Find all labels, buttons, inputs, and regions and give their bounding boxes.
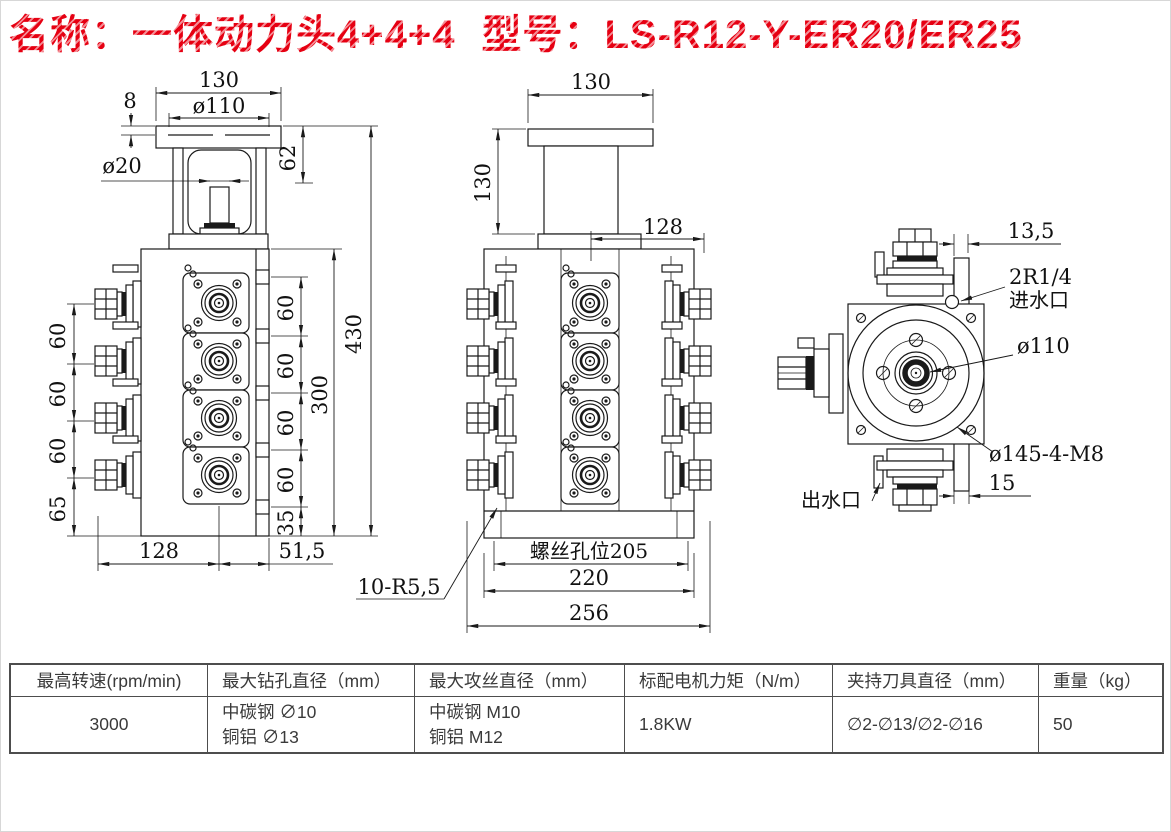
dim-front-right-60b: 60 — [274, 353, 298, 380]
page-title: 名称：一体动力头4+4+4 型号：LS-R12-Y-ER20/ER25 — [5, 5, 1163, 65]
title-name: 名称：一体动力头4+4+4 — [9, 13, 456, 57]
spec-header: 夹持刀具直径（mm） — [833, 665, 1038, 697]
dim-front-left-60a: 60 — [46, 323, 70, 350]
dim-front-left-65: 65 — [46, 496, 70, 523]
rear-corner-screws — [855, 312, 977, 436]
spec-header: 最高转速(rpm/min) — [11, 665, 207, 697]
title-model: 型号：LS-R12-Y-ER20/ER25 — [481, 13, 1023, 57]
spec-value: 中碳钢 M10 — [429, 701, 521, 722]
spec-value: 铜铝 ∅13 — [222, 726, 299, 747]
front-spindles — [200, 284, 238, 494]
dim-front-column-height: 62 — [276, 145, 300, 172]
dim-front-bottom-left: 128 — [139, 539, 179, 563]
spec-col-tap: 最大攻丝直径（mm） 中碳钢 M10 铜铝 M12 — [415, 665, 625, 752]
side-plate-bolts — [569, 279, 611, 498]
spec-value: 50 — [1053, 714, 1073, 734]
side-small-screws — [562, 264, 575, 452]
spec-col-weight: 重量（kg） 50 — [1039, 665, 1162, 752]
dim-front-right-35: 35 — [274, 510, 298, 537]
dim-front-bottom-right: 51,5 — [279, 539, 326, 563]
front-view: 130 ø110 8 ø20 62 60 — [46, 68, 378, 571]
dim-front-lip: 8 — [123, 89, 136, 113]
dim-side-screw-holes: 螺丝孔位205 — [530, 539, 648, 563]
dim-rear-flange-dia: ø110 — [1017, 334, 1070, 358]
dim-side-corner-radius: 10-R5,5 — [357, 575, 440, 599]
dim-front-left-60b: 60 — [46, 381, 70, 408]
dim-side-body-width: 220 — [569, 566, 609, 590]
dim-rear-offset-top: 13,5 — [1008, 219, 1055, 243]
side-view: 130 130 128 螺丝孔位205 220 256 10-R5,5 — [356, 70, 712, 633]
spec-col-motor: 标配电机力矩（N/m） 1.8KW — [625, 665, 833, 752]
front-dimensions: 130 ø110 8 ø20 62 60 — [46, 68, 378, 571]
spec-value: ∅2-∅13/∅2-∅16 — [847, 714, 983, 734]
dim-side-top-width: 130 — [571, 70, 611, 94]
side-dimensions: 130 130 128 螺丝孔位205 220 256 10-R5,5 — [356, 70, 711, 633]
rear-view: 13,5 2R1/4 进水口 ø110 ø145-4-M8 15 出水口 — [777, 219, 1104, 512]
spec-header: 最大钻孔直径（mm） — [208, 665, 414, 697]
dim-front-left-60c: 60 — [46, 438, 70, 465]
spec-header: 重量（kg） — [1039, 665, 1162, 697]
dim-side-overall-width: 256 — [569, 601, 609, 625]
side-collets — [466, 264, 712, 499]
spec-header: 最大攻丝直径（mm） — [415, 665, 624, 697]
front-left-collets — [94, 264, 142, 499]
dim-side-offset: 128 — [643, 215, 683, 239]
dim-front-body-height: 300 — [308, 375, 332, 415]
spec-table: 最高转速(rpm/min) 3000 最大钻孔直径（mm） 中碳钢 ∅10 铜铝… — [9, 663, 1164, 754]
technical-drawing: 130 ø110 8 ø20 62 60 — [46, 68, 1104, 633]
spec-value: 中碳钢 ∅10 — [222, 701, 317, 722]
front-small-screws — [184, 264, 197, 452]
spec-value: 3000 — [89, 714, 129, 734]
dim-front-top-width: 130 — [199, 68, 239, 92]
rear-top-collet — [874, 228, 954, 297]
side-spindles — [571, 284, 609, 494]
spec-value: 铜铝 M12 — [429, 726, 503, 747]
spec-header: 标配电机力矩（N/m） — [625, 665, 832, 697]
rear-dimensions: 13,5 2R1/4 进水口 ø110 ø145-4-M8 15 出水口 — [801, 219, 1104, 512]
dim-front-right-60a: 60 — [274, 295, 298, 322]
rear-left-collet — [777, 333, 844, 414]
rear-bottom-collet — [873, 448, 954, 512]
dim-front-flange-bore: ø110 — [193, 94, 246, 118]
spec-value: 1.8KW — [639, 714, 692, 734]
spec-col-speed: 最高转速(rpm/min) 3000 — [11, 665, 208, 752]
dim-front-right-60d: 60 — [274, 467, 298, 494]
dim-front-right-60c: 60 — [274, 410, 298, 437]
dim-rear-offset-bottom: 15 — [989, 471, 1016, 495]
front-plate-bolts — [193, 279, 242, 498]
inlet-port — [944, 294, 960, 310]
label-inlet: 进水口 — [1009, 288, 1069, 312]
rear-bolt-holes — [875, 332, 957, 414]
dim-front-shaft: ø20 — [102, 154, 141, 178]
label-outlet: 出水口 — [801, 488, 861, 512]
dim-side-column-height: 130 — [471, 163, 495, 203]
dim-front-total-height: 430 — [342, 314, 366, 354]
label-inlet-thread: 2R1/4 — [1009, 265, 1072, 289]
spec-col-clamp: 夹持刀具直径（mm） ∅2-∅13/∅2-∅16 — [833, 665, 1039, 752]
dim-rear-bolt-circle: ø145-4-M8 — [989, 442, 1104, 466]
spec-col-drill: 最大钻孔直径（mm） 中碳钢 ∅10 铜铝 ∅13 — [208, 665, 415, 752]
